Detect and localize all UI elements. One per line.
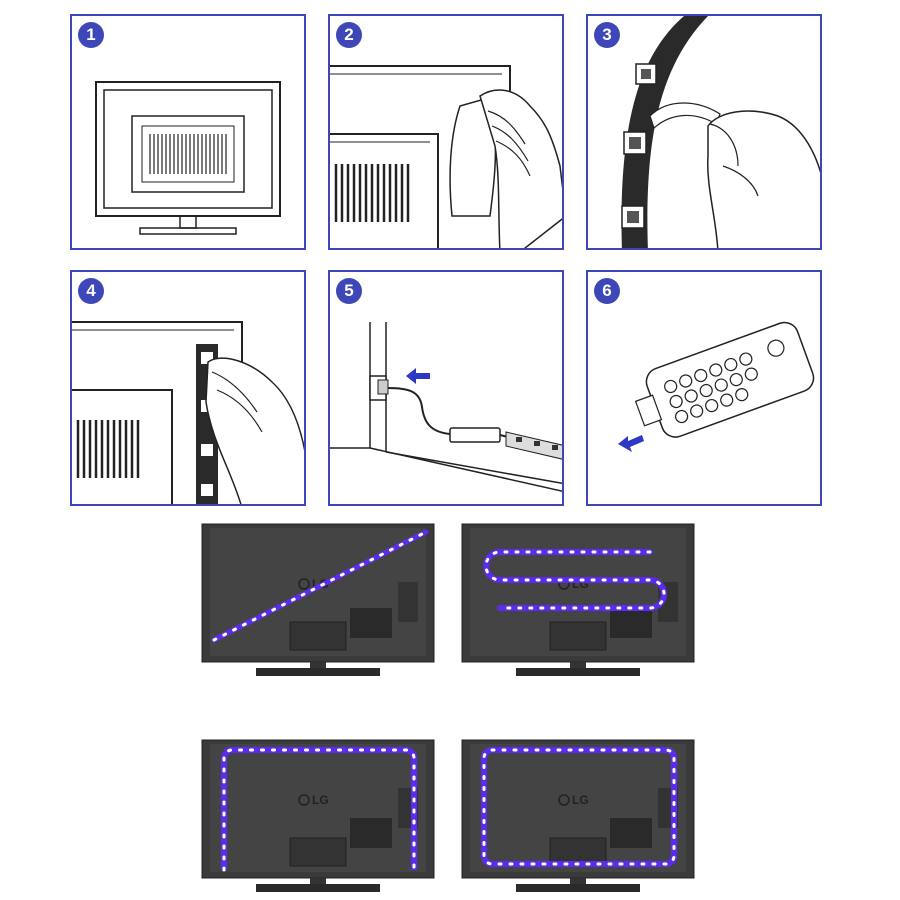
remote-tab-illustration	[618, 321, 815, 452]
step-1-badge: 1	[78, 22, 104, 48]
tv-three-sided-graphic: LG	[201, 739, 435, 892]
tv-brand-logo: LG	[312, 793, 329, 807]
tv-four-sided-install: LG	[460, 738, 700, 896]
tv-serpentine-install: LG	[460, 522, 700, 680]
step-1-panel: 1	[70, 14, 306, 250]
step-4-panel: 4	[70, 270, 306, 506]
step-6-panel: 6	[586, 270, 822, 506]
arrow-left-icon	[406, 368, 430, 384]
stick-strip-illustration	[72, 321, 304, 504]
step-3-panel: 3	[586, 14, 822, 250]
step-3-badge: 3	[594, 22, 620, 48]
peel-tape-illustration	[621, 16, 820, 248]
tv-serpentine-graphic: LG	[461, 523, 695, 676]
step-2-panel: 2	[328, 14, 564, 250]
tv-three-sided-install: LG	[200, 738, 440, 896]
tv-four-sided-graphic: LG	[461, 739, 695, 892]
tv-diagonal-install: LG	[200, 522, 440, 680]
arrow-down-left-icon	[618, 435, 644, 452]
tv-brand-logo: LG	[572, 793, 589, 807]
cleaning-illustration	[330, 65, 562, 248]
step-4-badge: 4	[78, 278, 104, 304]
step-6-badge: 6	[594, 278, 620, 304]
step-5-badge: 5	[336, 278, 362, 304]
tv-diagonal-graphic: LG	[201, 523, 435, 676]
step-5-panel: 5	[328, 270, 564, 506]
step-2-badge: 2	[336, 22, 362, 48]
monitor-illustration	[95, 81, 281, 235]
plug-in-illustration	[330, 322, 562, 492]
